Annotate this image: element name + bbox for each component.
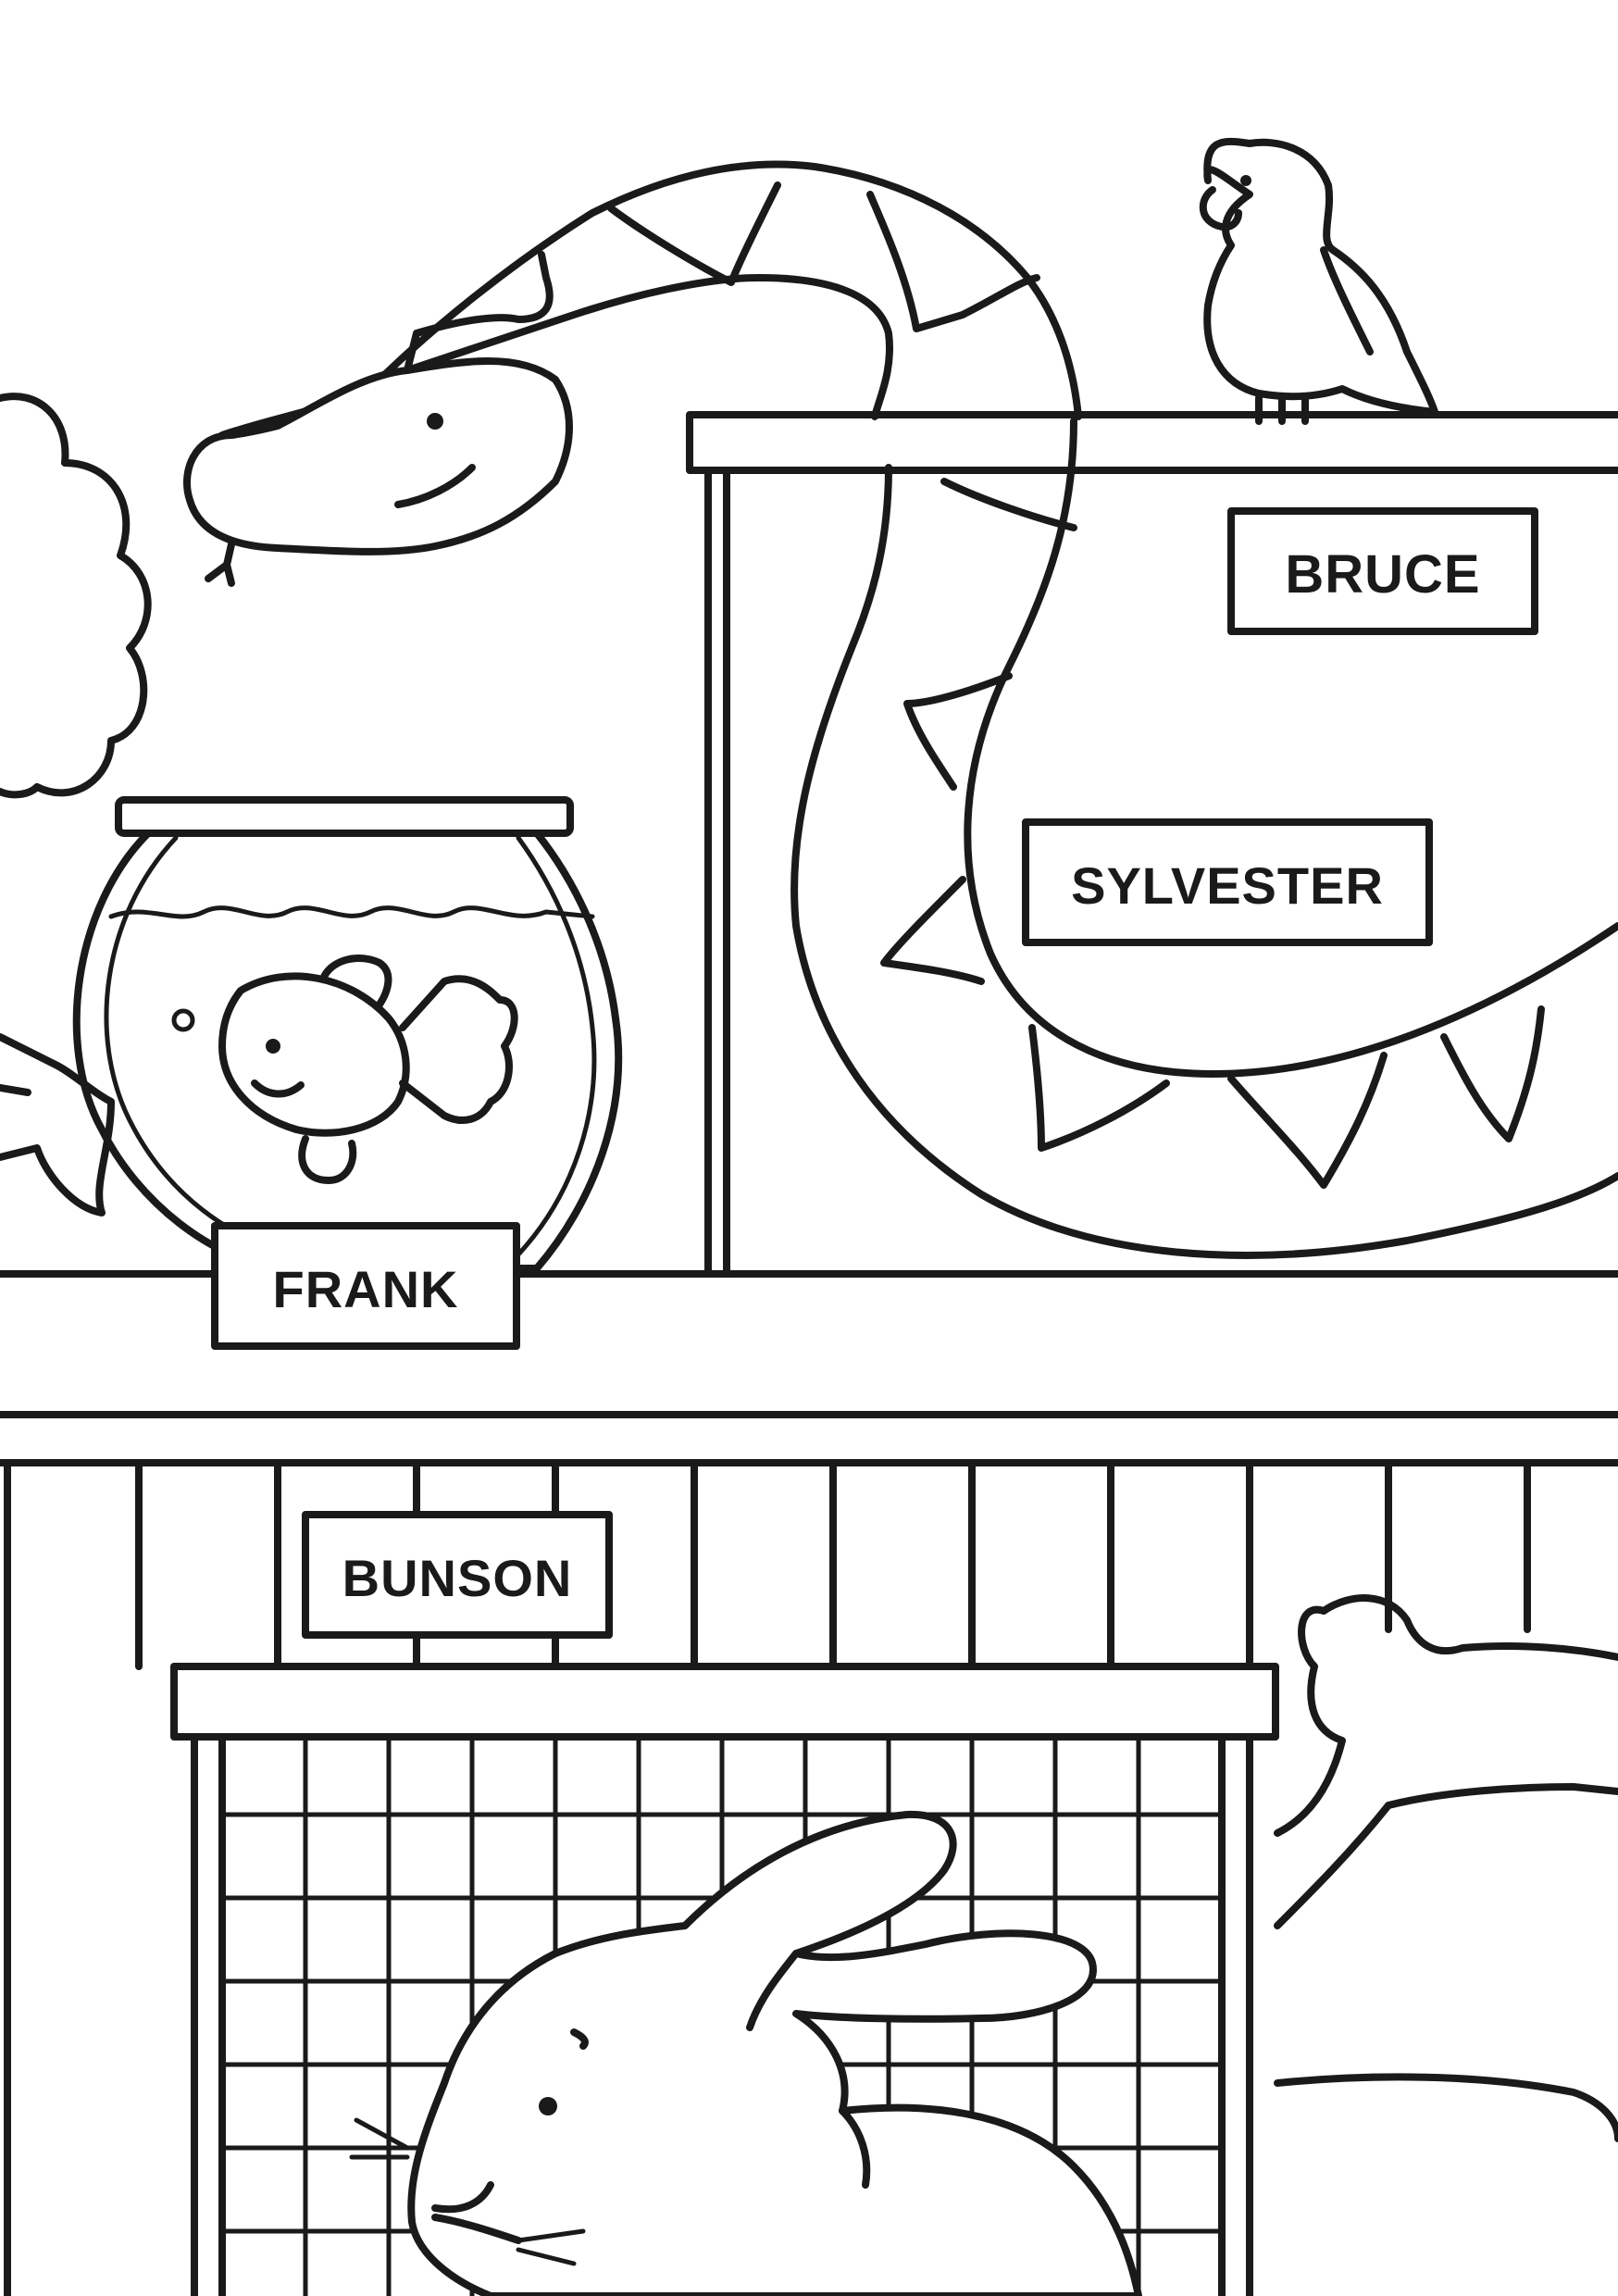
rabbit-cage bbox=[170, 1663, 1279, 2296]
sign-sylvester-label: SYLVESTER bbox=[1071, 856, 1384, 915]
sign-frank-label: FRANK bbox=[273, 1260, 459, 1318]
sign-bruce: BRUCE bbox=[1227, 507, 1538, 635]
sign-bunson-label: BUNSON bbox=[342, 1549, 573, 1607]
snake bbox=[183, 160, 1618, 1259]
right-bag-shape bbox=[1274, 1594, 1618, 2142]
snake-tank bbox=[686, 411, 1618, 1278]
bird bbox=[1199, 137, 1438, 425]
sign-frank: FRANK bbox=[211, 1222, 520, 1350]
sign-bunson: BUNSON bbox=[302, 1511, 613, 1639]
rabbit bbox=[349, 1810, 1142, 2296]
sign-sylvester: SYLVESTER bbox=[1022, 818, 1433, 946]
sign-bruce-label: BRUCE bbox=[1285, 544, 1480, 605]
fish-bowl bbox=[72, 796, 623, 1272]
